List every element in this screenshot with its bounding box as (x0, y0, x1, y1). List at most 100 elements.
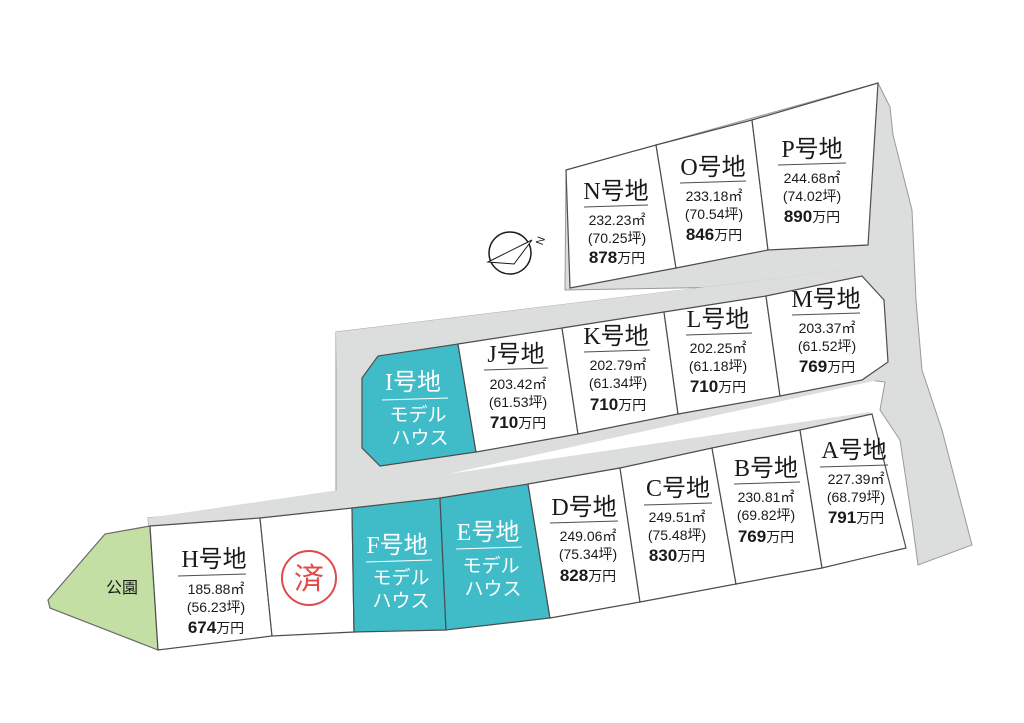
lot-E-name: E号地 (457, 519, 520, 546)
lot-E-model-line1: モデル (462, 555, 519, 577)
lot-M-tsubo: (61.52坪) (798, 338, 856, 354)
lot-A-unit: 万円 (856, 510, 884, 526)
lot-O-price: 846 (686, 225, 714, 244)
lot-D-unit: 万円 (588, 568, 616, 584)
lot-N-price: 878 (589, 248, 617, 267)
lot-H-price-line: 674万円 (188, 618, 244, 637)
lot-B-sqm: 230.81㎡ (738, 489, 795, 505)
lot-A-sqm: 227.39㎡ (828, 471, 885, 487)
lot-I[interactable]: I号地 モデル ハウス (361, 343, 477, 467)
lot-A-name: A号地 (821, 437, 886, 464)
lot-B-tsubo: (69.82坪) (737, 507, 795, 523)
lot-F-model-line2: ハウス (372, 591, 429, 612)
lot-K-price-line: 710万円 (590, 395, 646, 414)
lot-G[interactable]: 済 (259, 507, 355, 637)
lot-H-price: 674 (188, 618, 217, 637)
lot-I-name: I号地 (385, 369, 441, 396)
lot-D-price: 828 (560, 566, 588, 585)
lot-L-sqm: 202.25㎡ (690, 340, 747, 356)
lot-J-tsubo: (61.53坪) (489, 394, 547, 410)
lot-P-tsubo: (74.02坪) (783, 188, 841, 204)
lot-L-tsubo: (61.18坪) (689, 358, 747, 374)
lot-B-unit: 万円 (766, 529, 794, 545)
lot-L-name: L号地 (687, 306, 750, 333)
lot-C-unit: 万円 (677, 548, 705, 564)
north-label: N (534, 235, 548, 247)
lot-I-model-line1: モデル (389, 404, 446, 426)
lot-L-unit: 万円 (718, 379, 746, 395)
lot-N-price-line: 878万円 (589, 248, 645, 267)
lot-M-sqm: 203.37㎡ (799, 320, 856, 336)
lot-L-price-line: 710万円 (690, 377, 746, 396)
lot-M-price-line: 769万円 (799, 357, 855, 376)
lot-K-price: 710 (590, 395, 618, 414)
lot-B[interactable]: B号地 230.81㎡ (69.82坪) 769万円 (711, 429, 823, 585)
lot-P-price-line: 890万円 (784, 207, 840, 226)
lot-G-sold-stamp: 済 (294, 563, 324, 596)
lot-N[interactable]: N号地 232.23㎡ (70.25坪) 878万円 (565, 144, 677, 289)
lot-H-sqm: 185.88㎡ (188, 581, 245, 597)
lot-L-price: 710 (690, 377, 718, 396)
lot-P[interactable]: P号地 244.68㎡ (74.02坪) 890万円 (751, 82, 879, 251)
lot-J-name: J号地 (487, 341, 544, 368)
lot-H[interactable]: H号地 185.88㎡ (56.23坪) 674万円 (149, 517, 273, 651)
lot-K-sqm: 202.79㎡ (590, 357, 647, 373)
lot-C-price: 830 (649, 546, 677, 565)
lot-J-price-line: 710万円 (490, 413, 546, 432)
lot-H-tsubo: (56.23坪) (187, 599, 245, 615)
lot-H-unit: 万円 (216, 620, 244, 636)
lot-O-unit: 万円 (714, 227, 742, 243)
sold-stamp-icon (281, 550, 337, 606)
lot-B-name: B号地 (734, 455, 798, 482)
lot-F[interactable]: F号地 モデル ハウス (351, 497, 447, 633)
lot-N-sqm: 232.23㎡ (589, 212, 646, 228)
lot-C-price-line: 830万円 (649, 546, 705, 565)
lot-M-name: M号地 (791, 286, 860, 313)
lot-J-price: 710 (490, 413, 518, 432)
lot-K-name: K号地 (583, 323, 648, 350)
lot-A-price-line: 791万円 (828, 508, 884, 527)
lot-P-unit: 万円 (812, 209, 840, 225)
lot-N-tsubo: (70.25坪) (588, 230, 646, 246)
lot-B-price-line: 769万円 (738, 527, 794, 546)
lot-J-sqm: 203.42㎡ (490, 376, 547, 392)
lot-O-tsubo: (70.54坪) (685, 206, 743, 222)
lot-D-tsubo: (75.34坪) (559, 546, 617, 562)
lot-F-model-line1: モデル (372, 567, 429, 589)
lot-O-sqm: 233.18㎡ (686, 188, 743, 204)
park-label: 公園 (106, 580, 138, 597)
lot-E[interactable]: E号地 モデル ハウス (439, 483, 551, 631)
lot-J[interactable]: J号地 203.42㎡ (61.53坪) 710万円 (457, 327, 579, 453)
lot-M-price: 769 (799, 357, 827, 376)
lot-C-name: C号地 (646, 475, 710, 502)
lot-M[interactable]: M号地 203.37㎡ (61.52坪) 769万円 (765, 275, 889, 397)
lot-A-price: 791 (828, 508, 856, 527)
lot-O-name: O号地 (680, 154, 745, 181)
lot-K-tsubo: (61.34坪) (589, 375, 647, 391)
lot-J-unit: 万円 (518, 415, 546, 431)
north-arrow-icon: N (486, 231, 548, 275)
lot-A[interactable]: A号地 227.39㎡ (68.79坪) 791万円 (799, 413, 907, 569)
lot-N-name: N号地 (583, 178, 648, 205)
park-area (47, 525, 159, 651)
lot-P-sqm: 244.68㎡ (784, 170, 841, 186)
lot-C[interactable]: C号地 249.51㎡ (75.48坪) 830万円 (619, 447, 737, 603)
lot-P-price: 890 (784, 207, 812, 226)
lot-L[interactable]: L号地 202.25㎡ (61.18坪) 710万円 (663, 295, 781, 415)
lot-D-price-line: 828万円 (560, 566, 616, 585)
lot-O-price-line: 846万円 (686, 225, 742, 244)
lot-D-sqm: 249.06㎡ (560, 528, 617, 544)
lot-M-unit: 万円 (827, 359, 855, 375)
lot-K[interactable]: K号地 202.79㎡ (61.34坪) 710万円 (561, 311, 679, 435)
lot-K-unit: 万円 (618, 397, 646, 413)
lot-A-tsubo: (68.79坪) (827, 489, 885, 505)
lot-D[interactable]: D号地 249.06㎡ (75.34坪) 828万円 (527, 467, 641, 619)
lot-C-tsubo: (75.48坪) (648, 527, 706, 543)
lot-O[interactable]: O号地 233.18㎡ (70.54坪) 846万円 (655, 119, 769, 269)
lot-H-name: H号地 (181, 546, 246, 573)
lot-F-name: F号地 (366, 532, 427, 559)
lot-I-model-line2: ハウス (391, 428, 448, 449)
lot-D-name: D号地 (551, 494, 616, 521)
lot-B-price: 769 (738, 527, 766, 546)
